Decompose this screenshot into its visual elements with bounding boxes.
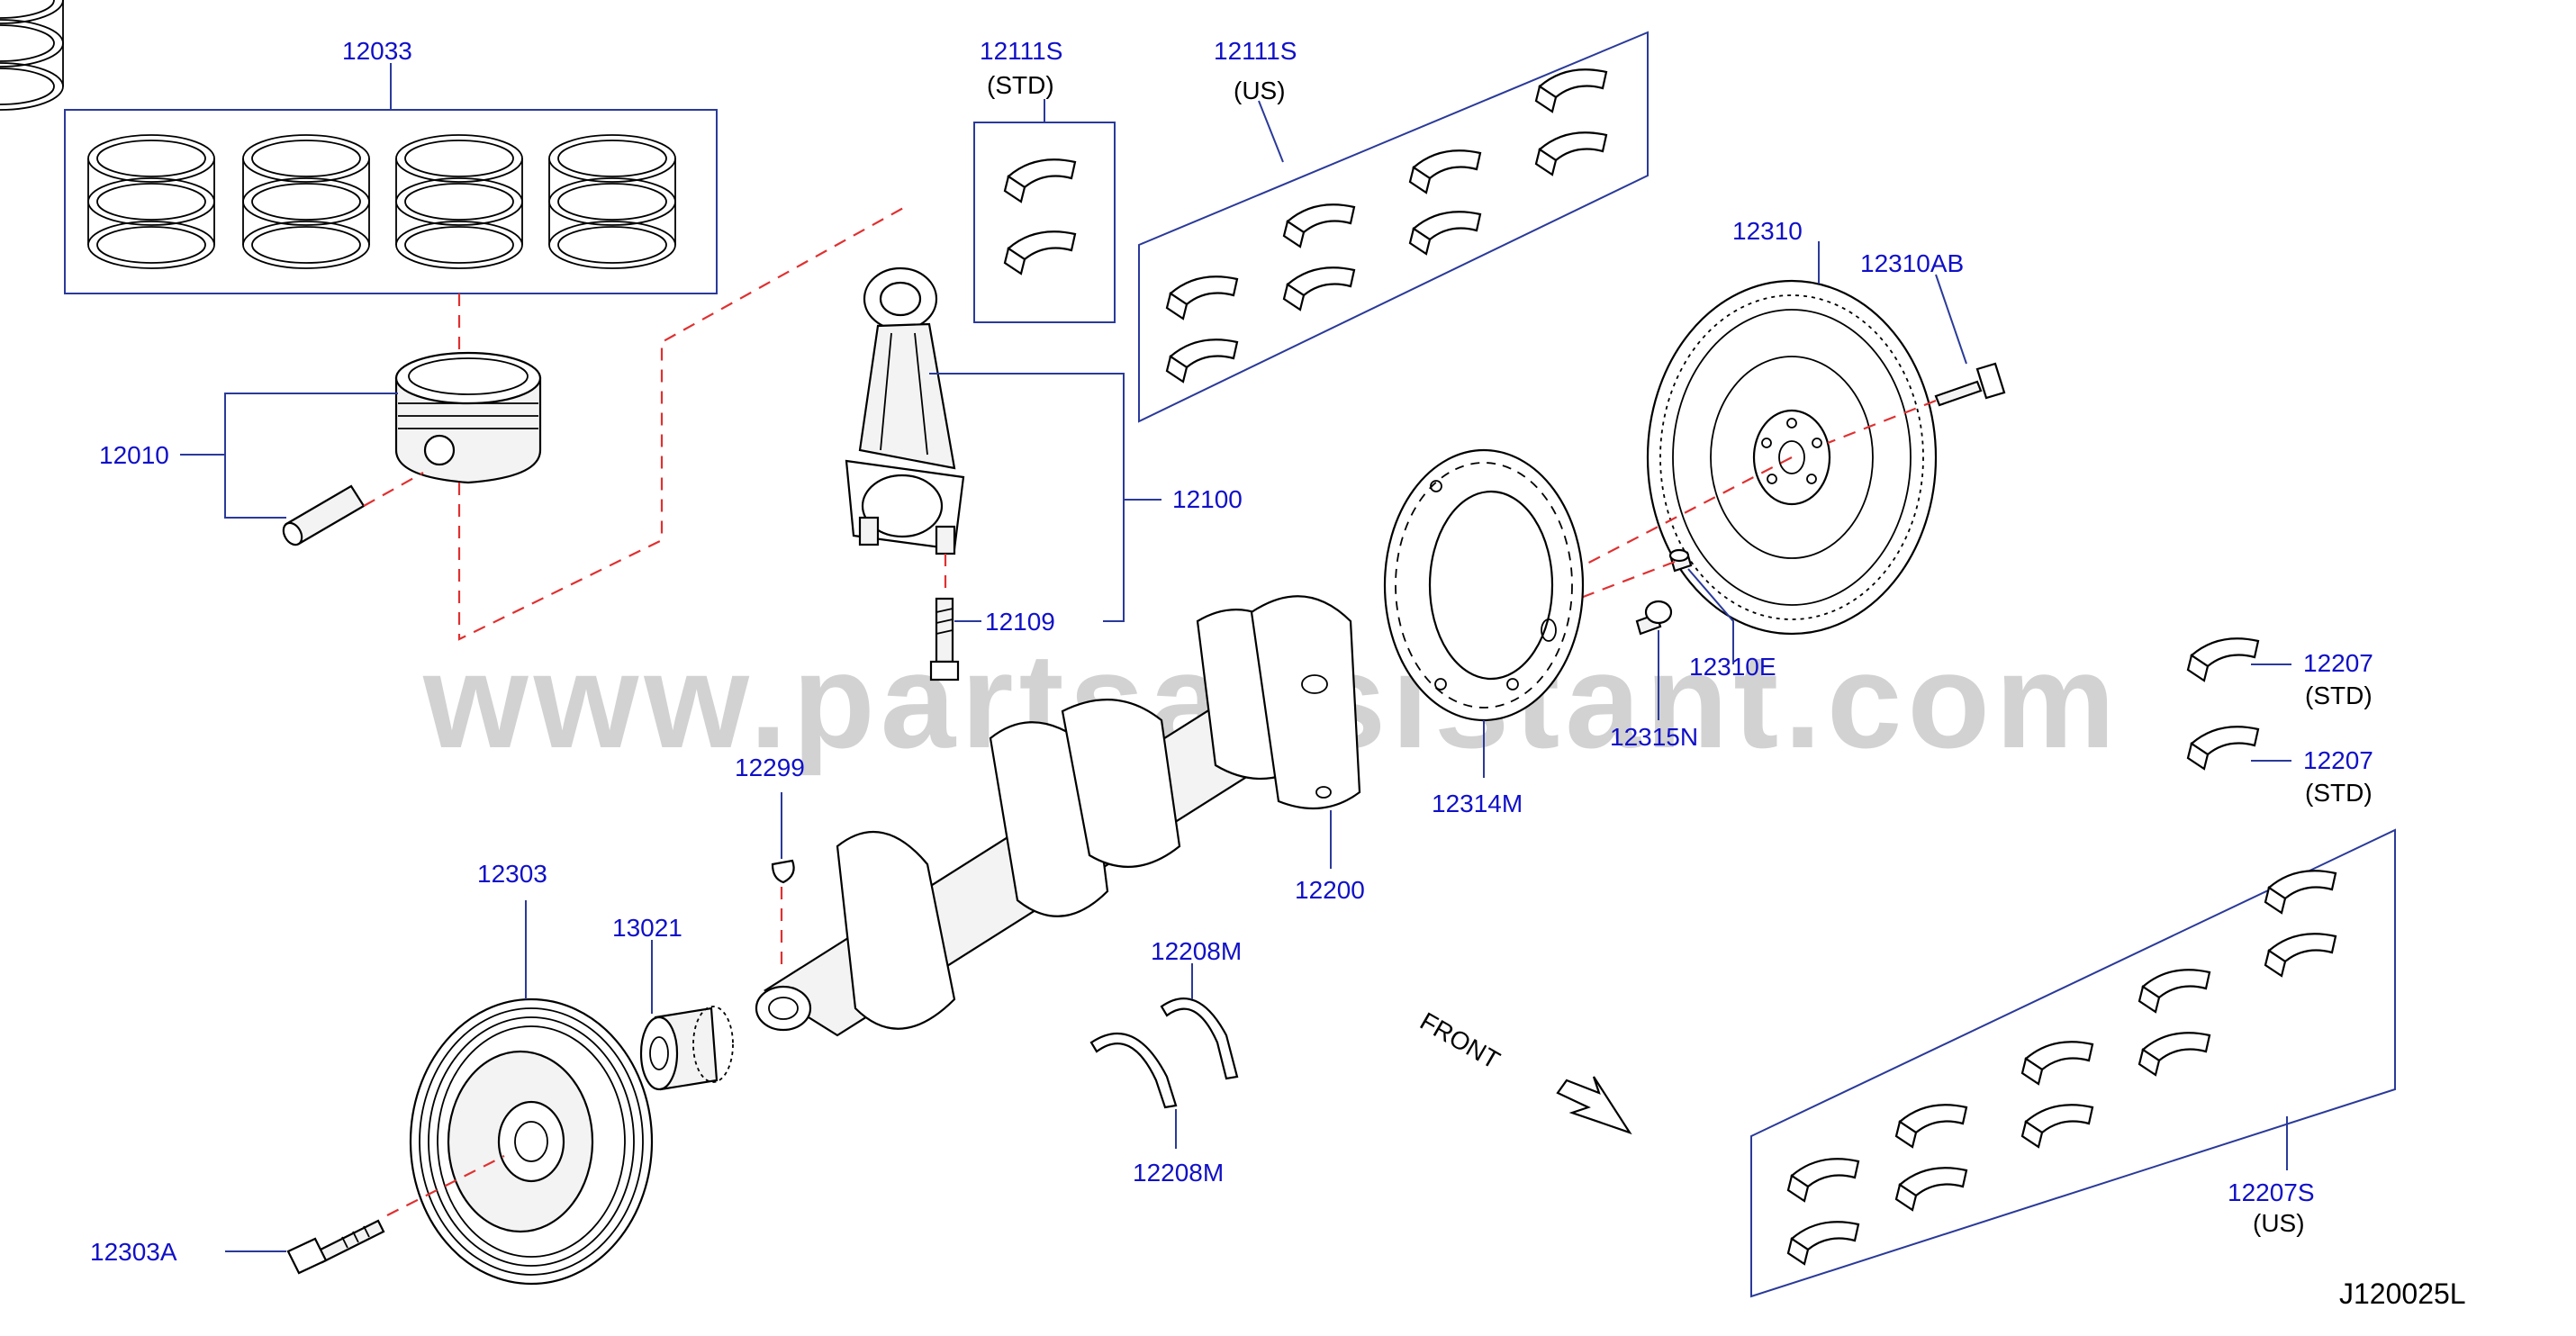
pulley-icon[interactable] (409, 997, 654, 1286)
bearing-us-box (1138, 31, 1649, 423)
callout-12310e[interactable]: 12310E (1689, 653, 1776, 681)
align-line-dowel (1566, 560, 1676, 605)
piston-icon[interactable] (394, 351, 542, 484)
align-line-piston-rod (457, 206, 906, 641)
callout-12208m-lower[interactable]: 12208M (1133, 1159, 1224, 1187)
bearing-us-shell-4a (1534, 68, 1608, 113)
piston-leader-top (224, 393, 398, 455)
callout-12310ab[interactable]: 12310AB (1860, 249, 1964, 277)
note-us-12111s: (US) (1234, 77, 1286, 104)
callout-12207-2[interactable]: 12207 (2303, 746, 2373, 774)
piston-ring-set-2 (242, 134, 370, 269)
note-std-12207-2: (STD) (2305, 779, 2373, 807)
bearing-us-shell-2a (1282, 203, 1356, 248)
signal-plate-bolt-icon[interactable] (1635, 600, 1673, 636)
callout-12303a[interactable]: 12303A (90, 1238, 177, 1266)
piston-ring-set-1 (87, 134, 215, 269)
callout-12207-1[interactable]: 12207 (2303, 649, 2373, 677)
callout-12010[interactable]: 12010 (99, 441, 169, 469)
callout-12111s-std[interactable]: 12111S (980, 37, 1062, 65)
piston-leader-bottom (224, 455, 286, 519)
bearing-us-shell-3a (1408, 149, 1482, 194)
main-bearing-std-shell-1 (2186, 637, 2260, 682)
dowel-leader (1687, 568, 1734, 664)
callout-12100[interactable]: 12100 (1172, 485, 1243, 513)
bearing-us-shell-2b (1282, 266, 1356, 311)
bearing-us-shell-4b (1534, 131, 1608, 176)
callout-12207s[interactable]: 12207S (2228, 1178, 2315, 1206)
woodruff-key-icon[interactable] (771, 859, 795, 884)
dowel-pin-icon[interactable] (1668, 548, 1693, 573)
callout-12200[interactable]: 12200 (1295, 876, 1365, 904)
main-bearing-us-2b (1894, 1167, 1968, 1212)
thrust-washer-icon[interactable] (1089, 997, 1239, 1109)
flywheel-bolt-icon[interactable] (1934, 362, 2006, 407)
main-bearing-us-1b (1786, 1221, 1860, 1266)
note-us-12207s: (US) (2253, 1209, 2305, 1237)
callout-12208m-upper[interactable]: 12208M (1151, 937, 1242, 965)
bearing-std-box (973, 122, 1116, 323)
bearing-us-leader (1258, 100, 1284, 163)
main-bearing-us-4b (2138, 1032, 2211, 1077)
callout-12111s-us[interactable]: 12111S (1214, 37, 1297, 65)
note-std-12111s: (STD) (987, 71, 1054, 99)
pulley-bolt-icon[interactable] (286, 1219, 385, 1275)
conrod-leader (929, 373, 1125, 622)
callout-12315n[interactable]: 12315N (1610, 723, 1698, 751)
main-bearing-us-5b (2264, 933, 2337, 978)
callout-12299[interactable]: 12299 (735, 754, 805, 781)
bearing-shell-icon[interactable] (0, 0, 31, 13)
main-bearing-us-3b (2020, 1104, 2094, 1149)
main-bearing-us-5a (2264, 870, 2337, 915)
main-bearing-std-shell-2 (2186, 726, 2260, 771)
piston-ring-set-3 (395, 134, 523, 269)
bearing-us-shell-1a (1165, 275, 1239, 320)
flywheel-bolt-leader (1935, 274, 1967, 365)
callout-12033[interactable]: 12033 (342, 37, 412, 65)
main-bearing-us-2a (1894, 1104, 1968, 1149)
main-bearing-us-box (1750, 828, 2396, 1298)
bearing-std-shell-upper (1003, 158, 1077, 203)
callout-12109[interactable]: 12109 (985, 608, 1055, 636)
signal-plate-icon[interactable] (1383, 448, 1585, 722)
align-line-pulley-bolt (386, 1155, 505, 1216)
callout-13021[interactable]: 13021 (612, 914, 682, 942)
bolt-icon[interactable] (929, 597, 960, 682)
piston-ring-icon[interactable] (0, 0, 64, 111)
align-line-flywheel-bolt (1827, 399, 1937, 445)
main-bearing-us-3a (2020, 1041, 2094, 1086)
main-bearing-us-1a (1786, 1158, 1860, 1203)
drawing-id: J120025L (2339, 1277, 2466, 1310)
align-line-pin (363, 472, 424, 507)
sprocket-icon[interactable] (639, 1006, 734, 1091)
bearing-std-shell-lower (1003, 230, 1077, 275)
callout-12303[interactable]: 12303 (477, 860, 547, 888)
front-label: FRONT (1415, 1007, 1505, 1074)
callout-12314m[interactable]: 12314M (1432, 790, 1523, 817)
piston-ring-set-4 (548, 134, 676, 269)
bearing-us-shell-3b (1408, 211, 1482, 256)
callout-12310[interactable]: 12310 (1732, 217, 1803, 245)
main-bearing-us-4a (2138, 969, 2211, 1014)
note-std-12207-1: (STD) (2305, 682, 2373, 709)
connecting-rod-icon[interactable] (845, 266, 965, 555)
rings-group-box (64, 109, 718, 294)
bearing-us-shell-1b (1165, 339, 1239, 384)
front-arrow-icon (1556, 1076, 1632, 1135)
piston-pin-icon[interactable] (280, 484, 366, 548)
crankshaft-icon[interactable] (755, 595, 1361, 1037)
